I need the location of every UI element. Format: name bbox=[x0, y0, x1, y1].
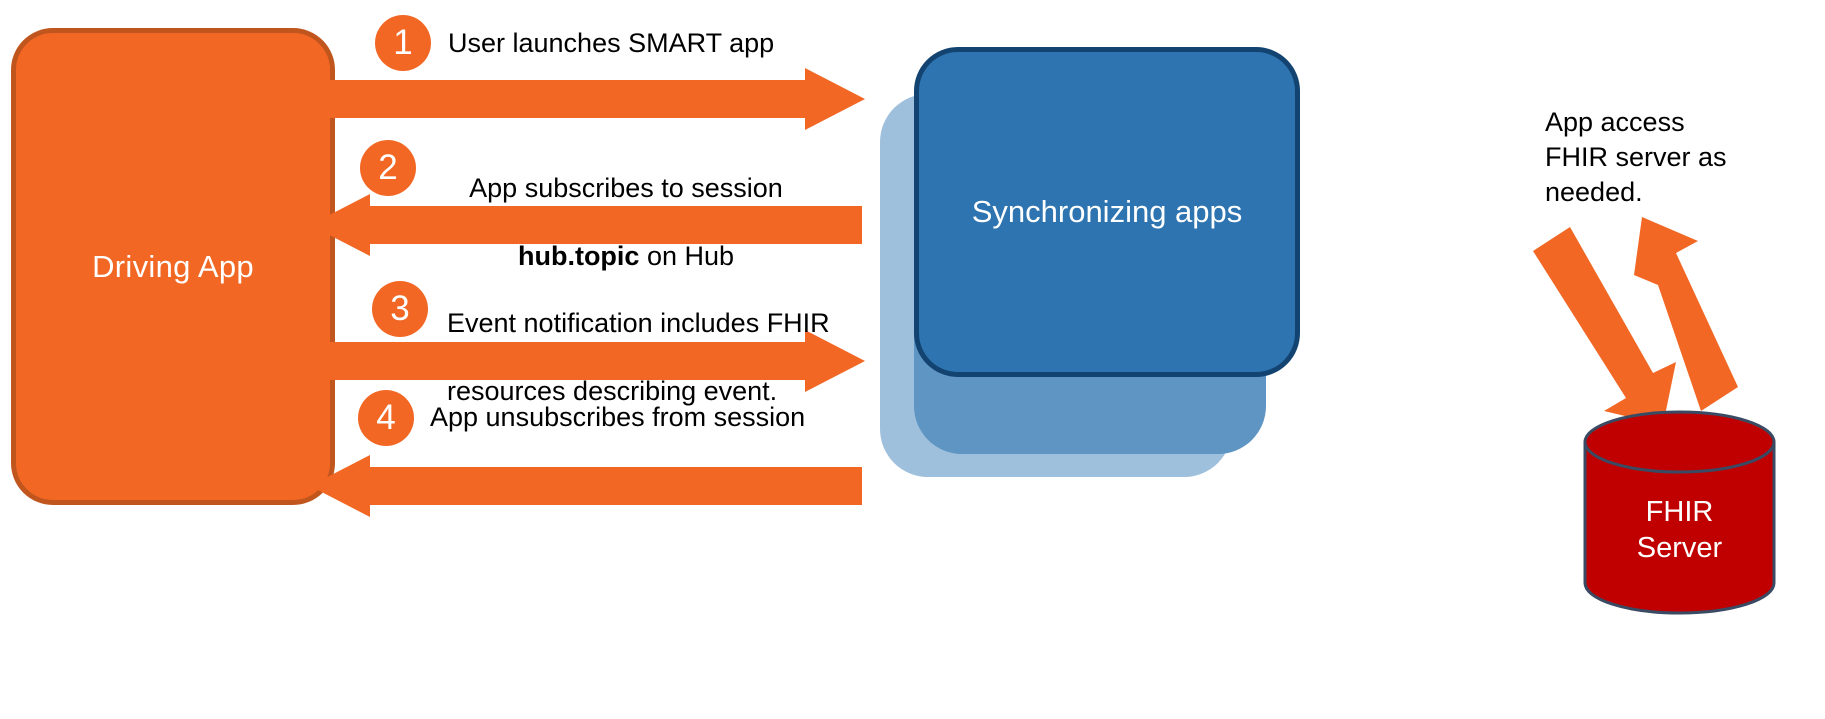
step-label-1: User launches SMART app bbox=[448, 28, 775, 58]
step-label-3-line2: resources describing event. bbox=[447, 376, 778, 406]
step-label-2-suffix: on Hub bbox=[639, 241, 735, 271]
driving-app-label: Driving App bbox=[92, 248, 254, 284]
step-label-3: Event notification includes FHIR resourc… bbox=[447, 272, 830, 442]
arrow-step-1 bbox=[313, 68, 865, 130]
fhir-access-arrows bbox=[1530, 215, 1765, 430]
step-badge-1: 1 bbox=[375, 15, 431, 71]
driving-app-box: Driving App bbox=[11, 28, 335, 505]
fhir-server-cylinder: FHIR Server bbox=[1583, 410, 1776, 615]
step-badge-2: 2 bbox=[360, 140, 416, 196]
step-label-2-line2: hub.topic on Hub bbox=[466, 239, 786, 273]
fhir-server-label: FHIR Server bbox=[1636, 496, 1723, 564]
up-left-arrow bbox=[1634, 217, 1738, 411]
fhir-access-note: App access FHIR server as needed. bbox=[1545, 107, 1727, 207]
arrow-step-4 bbox=[310, 455, 862, 517]
synchronizing-apps-label: Synchronizing apps bbox=[971, 194, 1243, 229]
step-label-2: App subscribes to session hub.topic on H… bbox=[466, 137, 786, 307]
step-badge-3: 3 bbox=[372, 281, 428, 337]
step-label-3-line1: Event notification includes FHIR bbox=[447, 308, 830, 338]
step-label-2-bold: hub.topic bbox=[517, 241, 640, 271]
step-label-4: App unsubscribes from session bbox=[430, 402, 806, 432]
arrow-step-3 bbox=[313, 330, 865, 392]
arrow-step-2 bbox=[310, 194, 862, 256]
step-badge-4: 4 bbox=[358, 390, 414, 446]
sync-app-card-front: Synchronizing apps bbox=[914, 47, 1300, 377]
synchronizing-apps-stack: Synchronizing apps bbox=[880, 47, 1300, 477]
down-right-arrow bbox=[1533, 227, 1676, 425]
step-label-2-line1: App subscribes to session bbox=[469, 173, 783, 203]
